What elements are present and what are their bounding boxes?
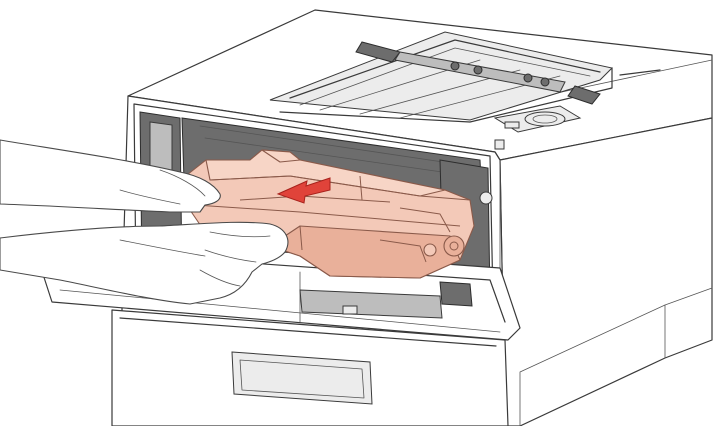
lower-hand bbox=[0, 221, 289, 305]
paper-tray bbox=[111, 309, 509, 426]
output-tray bbox=[269, 31, 661, 123]
door-latch-icon bbox=[342, 305, 358, 315]
power-icon bbox=[494, 139, 505, 150]
control-panel bbox=[493, 105, 582, 150]
upper-hand bbox=[0, 139, 221, 213]
pull-direction-arrow-icon bbox=[276, 177, 331, 204]
button-icon bbox=[504, 121, 520, 129]
toner-cartridge bbox=[177, 149, 475, 279]
